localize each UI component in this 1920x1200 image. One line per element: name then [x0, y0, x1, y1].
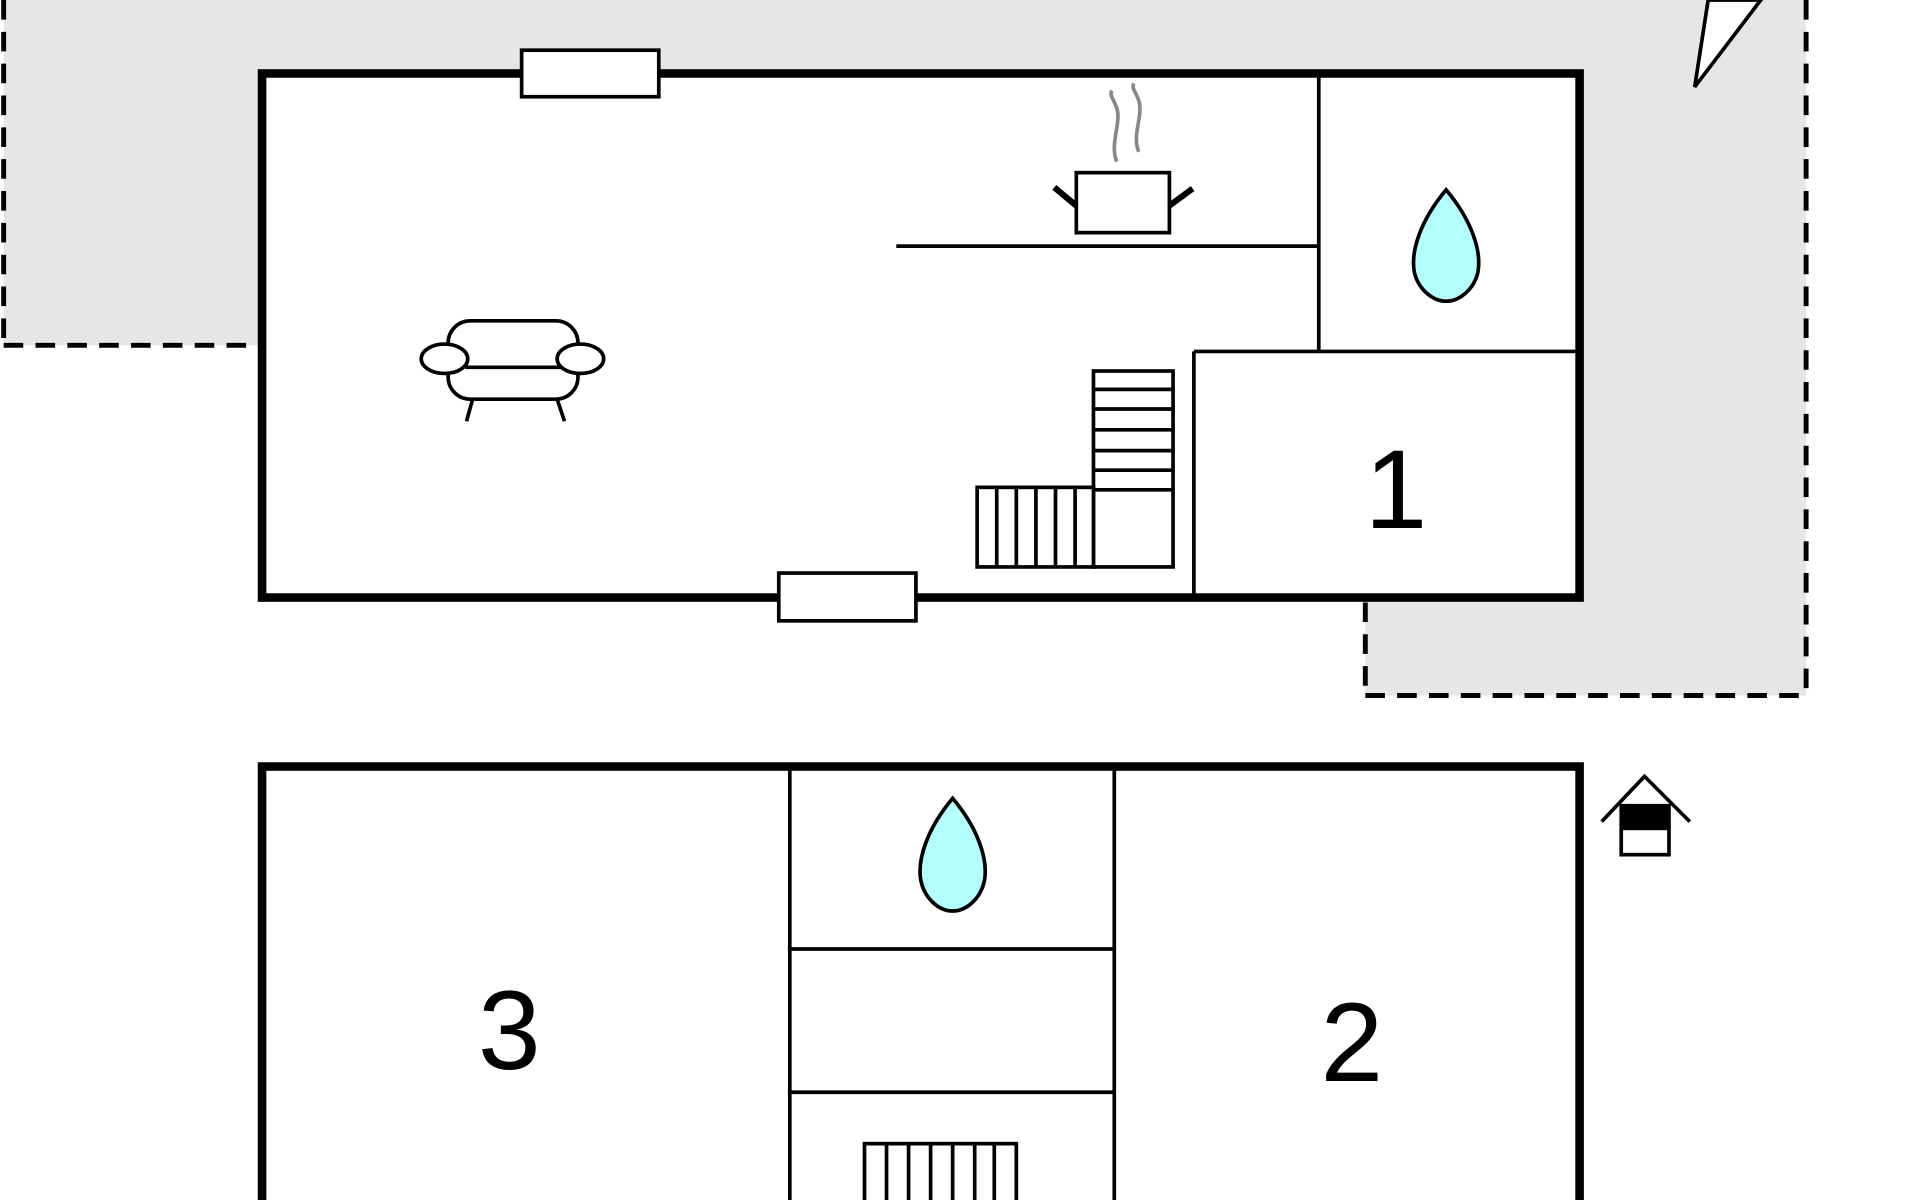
window-icon [776, 571, 918, 623]
interior-walls [896, 75, 1578, 596]
room-label: 1 [1365, 426, 1428, 552]
staircase-icon [975, 369, 1175, 569]
terrace-boundary [1, 0, 1809, 698]
water-drop-icon [918, 795, 988, 913]
water-drop-icon [1411, 186, 1481, 304]
sofa-icon [419, 318, 606, 422]
room-label: 2 [1321, 979, 1384, 1105]
cooking-pot-icon [1052, 82, 1195, 235]
staircase-icon [862, 1141, 1019, 1200]
north-arrow-icon [1692, 0, 1764, 89]
room-label: 3 [478, 967, 541, 1093]
interior-walls [787, 768, 1117, 1200]
window-icon [519, 48, 661, 99]
entrance-icon [1600, 773, 1692, 857]
lower-floor-outline [257, 762, 1584, 1200]
upper-floor-outline [257, 69, 1584, 602]
